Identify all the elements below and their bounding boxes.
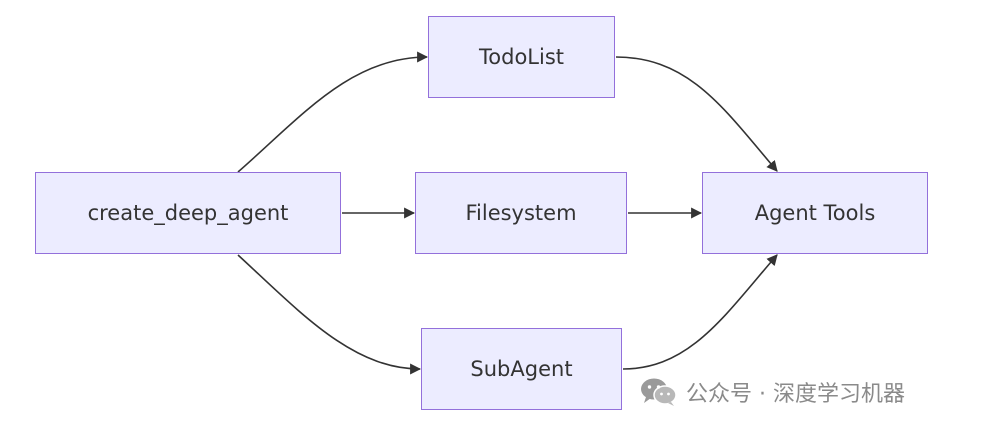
node-subagent-label: SubAgent bbox=[470, 357, 573, 381]
edge-create-to-subagent bbox=[237, 254, 422, 375]
watermark-text: 公众号 · 深度学习机器 bbox=[686, 382, 905, 407]
wechat-icon bbox=[641, 378, 677, 406]
node-create-deep-agent: create_deep_agent bbox=[35, 172, 341, 254]
node-agent-tools: Agent Tools bbox=[702, 172, 928, 254]
edge-todolist-to-agenttools bbox=[615, 56, 778, 172]
node-todolist: TodoList bbox=[428, 16, 615, 98]
node-filesystem: Filesystem bbox=[415, 172, 627, 254]
node-todolist-label: TodoList bbox=[479, 45, 564, 69]
node-subagent: SubAgent bbox=[421, 328, 622, 410]
edge-create-to-todolist bbox=[237, 51, 429, 173]
node-create-deep-agent-label: create_deep_agent bbox=[87, 201, 289, 225]
edge-subagent-to-agenttools bbox=[622, 254, 778, 370]
watermark: 公众号 · 深度学习机器 bbox=[640, 372, 905, 412]
node-agent-tools-label: Agent Tools bbox=[754, 201, 876, 225]
node-filesystem-label: Filesystem bbox=[465, 201, 577, 225]
